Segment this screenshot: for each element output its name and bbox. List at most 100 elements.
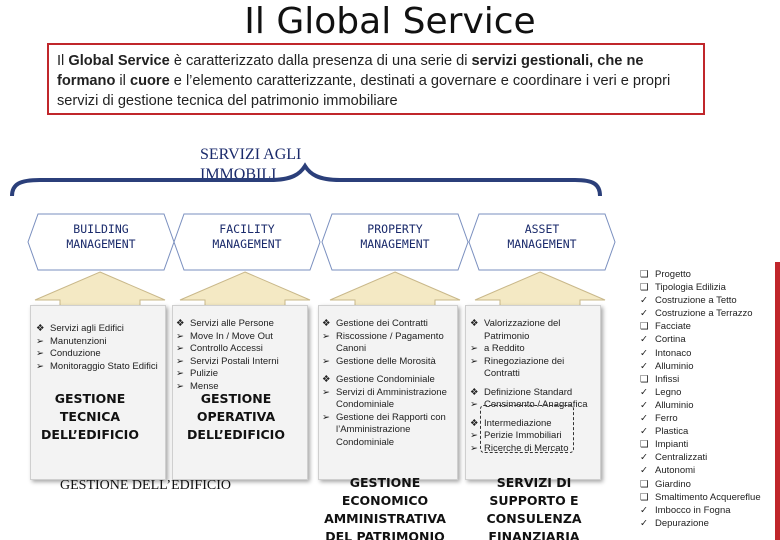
list-marker: ➢ — [176, 368, 184, 379]
list-item-text: Pulizie — [190, 368, 218, 379]
feature-marker: ✓ — [640, 347, 648, 359]
list-marker: ➢ — [176, 330, 184, 342]
list-item-text: Mense — [190, 380, 219, 392]
list-item-text: Riscossione / Pagamento Canoni — [336, 330, 444, 355]
feature-marker: ✓ — [640, 386, 648, 398]
feature-item: ✓Depurazione — [640, 517, 761, 530]
mgr-line2: MANAGEMENT — [360, 237, 430, 251]
feature-text: Facciate — [655, 321, 691, 333]
feature-text: Tipologia Edilizia — [655, 282, 726, 294]
feature-item: ❑ Facciate — [640, 320, 761, 333]
list-item-text: Conduzione — [50, 348, 101, 359]
list-item-text: Move In / Move Out — [190, 330, 273, 342]
feature-marker: ✓ — [640, 308, 648, 320]
list-marker: ❖ — [36, 323, 45, 334]
feature-text: Intonaco — [655, 347, 692, 359]
feature-item: ❑Smaltimento Acquereflue — [640, 491, 761, 504]
feature-marker: ✓ — [640, 413, 648, 425]
footer-asset: SERVIZI DI SUPPORTO E CONSULENZA FINANZI… — [486, 475, 582, 540]
feature-marker: ❑ — [640, 321, 649, 333]
intro-box: Il Global Service è caratterizzato dalla… — [47, 43, 705, 115]
feature-item: ✓Imbocco in Fogna — [640, 504, 761, 517]
list-item: ➢ Pulizie — [176, 368, 301, 381]
list-marker: ➢ — [322, 386, 330, 398]
intro-text-1: Il — [57, 53, 69, 69]
feature-text: Costruzione a Terrazzo — [655, 308, 753, 320]
list-item: ➢ Riscossione / Pagamento Canoni — [322, 331, 454, 356]
feature-marker: ✓ — [640, 360, 648, 372]
feature-text: Infissi — [655, 373, 680, 385]
mgr-line2: MANAGEMENT — [66, 237, 136, 251]
mgr-line1: BUILDING — [73, 222, 129, 236]
feature-item: ✓ Costruzione a Terrazzo — [640, 307, 761, 320]
feature-marker: ✓ — [640, 517, 648, 529]
feature-text: Ferro — [655, 413, 678, 425]
list-item-text: Censimento / Anagrafica — [484, 399, 588, 410]
list-item-text: Monitoraggio Stato Edifici — [50, 360, 158, 372]
service-card-asset — [465, 305, 601, 480]
feature-item: ❑Infissi — [640, 373, 761, 386]
list-marker: ➢ — [36, 360, 44, 372]
list-item-text: Gestione dei Rapporti con l’Amministrazi… — [336, 411, 446, 448]
mgr-line1: ASSET — [524, 222, 560, 236]
feature-item: ❑Impianti — [640, 438, 761, 451]
feature-marker: ❑ — [640, 269, 649, 280]
feature-item: ✓ Costruzione a Tetto — [640, 294, 761, 307]
list-item-text: a Reddito — [484, 343, 525, 354]
feature-item: ✓Cortina — [640, 333, 761, 346]
feature-item: ✓Legno — [640, 386, 761, 399]
list-marker: ➢ — [322, 330, 330, 342]
footer-property: GESTIONE ECONOMICO AMMINISTRATIVA DEL PA… — [324, 475, 446, 540]
list-item: ➢Ricerche di Mercato — [470, 443, 598, 456]
intro-text-3: il — [115, 73, 130, 89]
feature-text: Costruzione a Tetto — [655, 295, 737, 307]
list-marker: ❖ — [322, 318, 331, 329]
list-item-text: Rinegoziazione dei Contratti — [484, 355, 565, 380]
list-item: ➢Conduzione — [36, 348, 161, 361]
list-marker: ➢ — [176, 355, 184, 367]
service-list-building: ❖Servizi agli Edifici ➢Manutenzioni ➢Con… — [36, 323, 161, 373]
service-list-property: ❖ Gestione dei Contratti ➢ Riscossione / P… — [322, 318, 454, 449]
list-marker: ➢ — [176, 343, 184, 354]
list-marker: ➢ — [36, 335, 44, 347]
list-marker: ➢ — [322, 355, 330, 367]
feature-text: Centralizzati — [655, 452, 708, 464]
intro-text-4: e l’elemento caratterizzante, destinati … — [57, 73, 671, 109]
feature-marker: ✓ — [640, 399, 648, 411]
list-item: ❖ Gestione dei Contratti — [322, 318, 454, 331]
list-item: ➢ Censimento / Anagrafica — [470, 399, 598, 412]
feature-item: ✓ Centralizzati — [640, 451, 761, 464]
mgr-line2: MANAGEMENT — [212, 237, 282, 251]
mgr-hex-shape — [321, 213, 469, 271]
mgr-line1: PROPERTY — [367, 222, 423, 236]
feature-item: ✓Autonomi — [640, 464, 761, 477]
feature-marker: ✓ — [640, 452, 648, 464]
list-marker: ❖ — [470, 386, 479, 398]
intro-bold-2: servizi gestionali, che ne formano — [57, 53, 644, 89]
list-item: ❖Valorizzazione del Patrimonio — [470, 318, 598, 343]
feature-marker: ✓ — [640, 295, 648, 307]
list-item-text: Gestione dei Contratti — [336, 318, 428, 329]
service-list-facility: ❖Servizi alle Persone ➢Move In / Move Ou… — [176, 318, 301, 393]
list-item: ❖Gestione Condominiale — [322, 374, 454, 387]
list-marker: ➢ — [470, 399, 478, 410]
service-card-facility — [172, 305, 308, 480]
list-item: ❖Definizione Standard — [470, 387, 598, 400]
list-item-text: Gestione delle Morosità — [336, 355, 436, 367]
mgr-hex-shape — [468, 213, 616, 271]
list-item-text: Manutenzioni — [50, 335, 107, 347]
feature-text: Alluminio — [655, 399, 694, 411]
list-item: ➢Gestione dei Rapporti con l’Amministraz… — [322, 412, 454, 450]
feature-marker: ❑ — [640, 439, 649, 451]
footer-building: GESTIONE TECNICA DELL’EDIFICIO — [41, 391, 139, 442]
page-title: Il Global Service — [244, 1, 536, 42]
feature-marker: ✓ — [640, 465, 648, 477]
list-item: ➢Servizi Postali Interni — [176, 356, 301, 369]
feature-item: ✓ Intonaco — [640, 347, 761, 360]
list-item: ➢a Reddito — [470, 343, 598, 356]
list-item-text: Valorizzazione del Patrimonio — [484, 318, 561, 342]
feature-text: Alluminio — [655, 360, 694, 372]
list-item-text: Servizi di Amministrazione Condominiale — [336, 386, 447, 411]
service-card-building — [30, 305, 166, 480]
